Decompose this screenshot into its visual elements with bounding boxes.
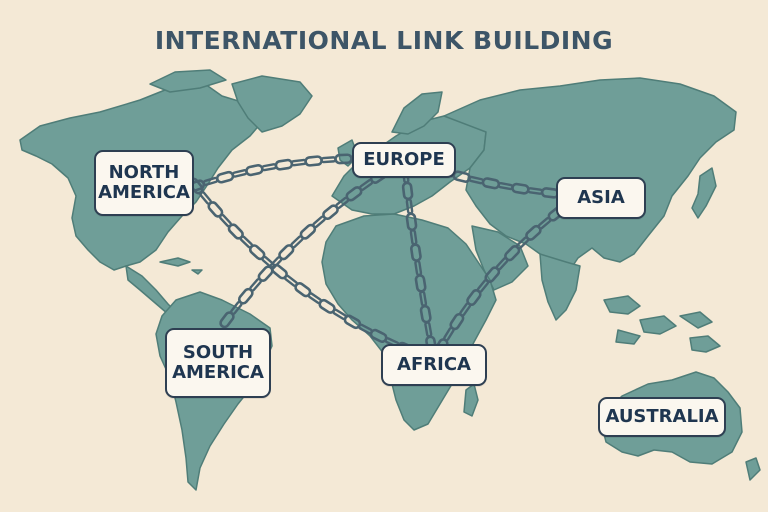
label-europe-text: EUROPE [363, 148, 445, 170]
label-north-america: NORTH AMERICA [94, 150, 194, 216]
label-north-america-line1: NORTH [108, 161, 180, 183]
chain-link [219, 311, 235, 329]
central-america-landmass [125, 265, 177, 315]
chain-link [215, 170, 235, 184]
label-australia-text: AUSTRALIA [605, 405, 719, 427]
japan-islands [691, 167, 717, 219]
label-north-america-line2: AMERICA [98, 182, 190, 203]
caribbean-islands [159, 257, 203, 275]
scandinavia [391, 91, 443, 135]
label-south-america: SOUTH AMERICA [165, 328, 271, 398]
chain-link [320, 156, 337, 164]
southeast-asia-islands [603, 295, 721, 353]
label-australia: AUSTRALIA [598, 397, 726, 437]
chain-link [260, 163, 278, 172]
chain-link [290, 158, 307, 167]
greenland-landmass [231, 75, 313, 133]
label-south-america-line1: SOUTH [182, 341, 254, 363]
indian-subcontinent [539, 253, 581, 321]
label-europe: EUROPE [352, 142, 456, 178]
chain-link [304, 155, 323, 167]
arctic-islands-landmass [149, 69, 227, 93]
label-asia-text: ASIA [577, 186, 625, 208]
label-south-america-line2: AMERICA [172, 362, 264, 383]
label-africa-text: AFRICA [397, 353, 471, 375]
chain-link [231, 169, 248, 178]
chain-link [274, 158, 294, 171]
label-asia: ASIA [556, 177, 646, 219]
chain-link [245, 163, 264, 177]
label-africa: AFRICA [381, 344, 487, 386]
madagascar [463, 383, 479, 417]
map-title: INTERNATIONAL LINK BUILDING [154, 26, 614, 55]
new-zealand [745, 457, 761, 481]
